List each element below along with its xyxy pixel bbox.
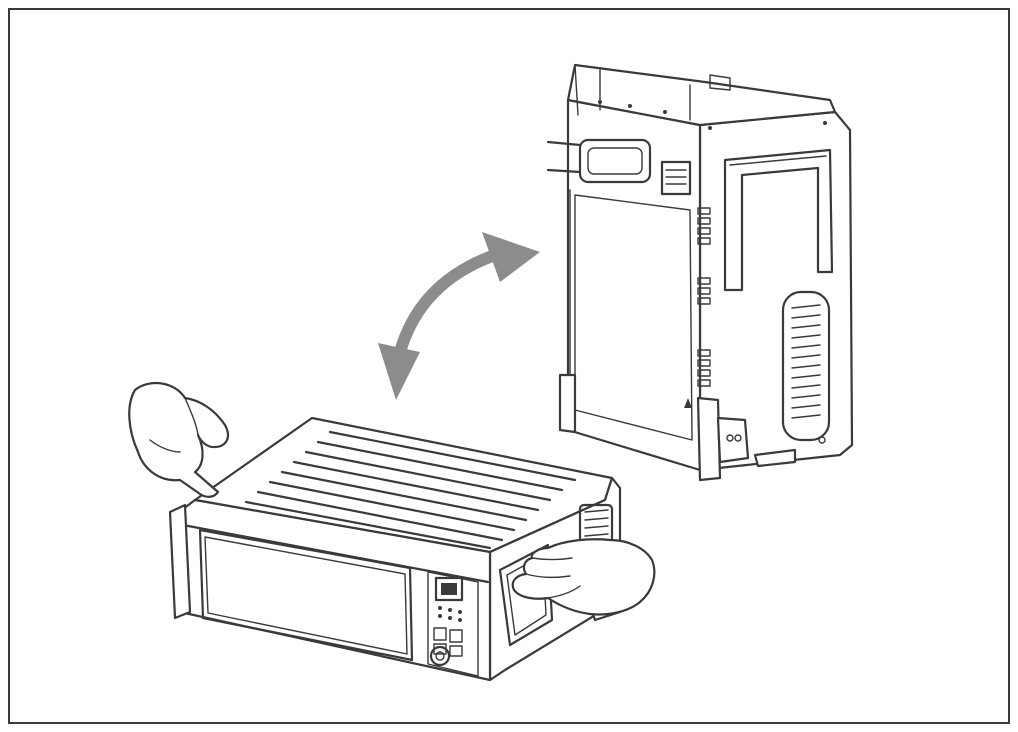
- control-knob: [429, 645, 451, 667]
- appliance-vertical: [546, 63, 854, 482]
- arrow-head-up: [482, 232, 540, 282]
- control-panel: [427, 571, 479, 677]
- arrow-head-down: [378, 343, 420, 400]
- rotation-arrow: [378, 232, 540, 400]
- hinge-marks: [697, 207, 711, 387]
- side-vent-slats: [791, 304, 821, 419]
- hand-right: [511, 538, 656, 616]
- top-ribs: [244, 430, 577, 550]
- hand-left: [128, 381, 229, 498]
